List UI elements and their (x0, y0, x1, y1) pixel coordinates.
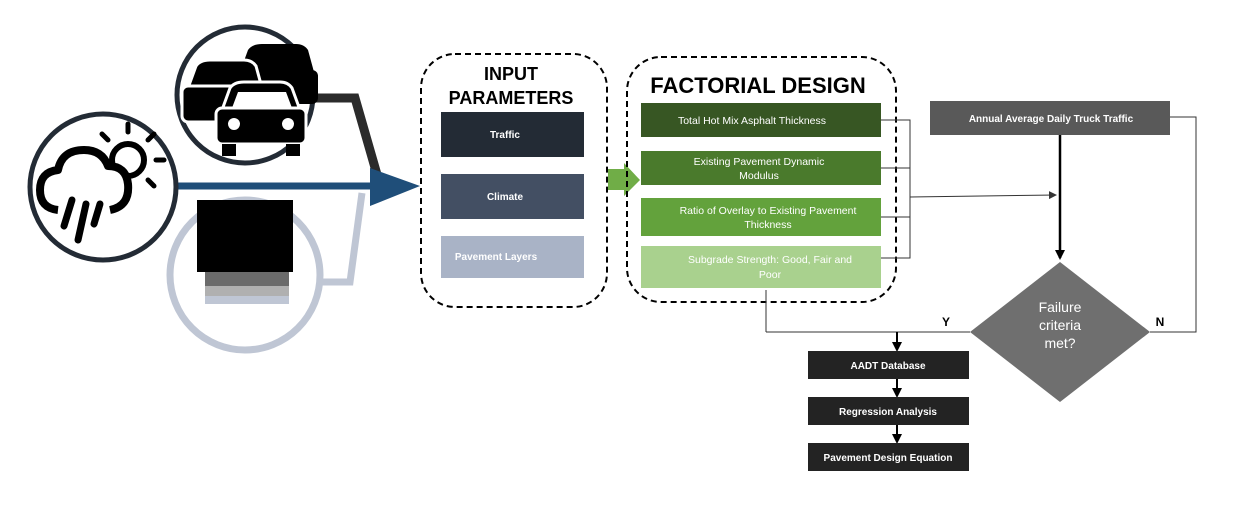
factorial-design-group: FACTORIAL DESIGN Total Hot Mix Asphalt T… (626, 56, 897, 303)
icon-connectors (170, 93, 420, 286)
regression-analysis-box (808, 397, 969, 425)
main-input-arrow (370, 168, 420, 206)
traffic-box (441, 112, 584, 157)
factor-subgrade-strength (641, 246, 881, 288)
factor-dynamic-modulus-label-2: Modulus (739, 170, 779, 182)
climate-label: Climate (487, 192, 524, 203)
factor-dynamic-modulus (641, 151, 881, 185)
failure-criteria-decision: Failure criteria met? (970, 262, 1150, 402)
pavement-design-equation-label: Pavement Design Equation (824, 453, 953, 464)
factor-overlay-ratio-label-1: Ratio of Overlay to Existing Pavement (680, 205, 857, 217)
factor-bracket (881, 119, 1057, 259)
aadtt-label: Annual Average Daily Truck Traffic (969, 114, 1134, 125)
yes-label: Y (942, 315, 950, 329)
no-label: N (1156, 315, 1165, 329)
pavement-design-equation-box (808, 443, 969, 471)
pavement-layers-box (441, 236, 584, 278)
factor-subgrade-strength-label-2: Poor (759, 269, 782, 281)
traffic-label: Traffic (490, 130, 520, 141)
input-parameters-title-2: PARAMETERS (449, 88, 574, 108)
decision-label-3: met? (1044, 335, 1075, 351)
aadt-database-label: AADT Database (850, 361, 925, 372)
decision-label-2: criteria (1039, 317, 1081, 333)
aadtt-box (930, 101, 1170, 135)
climate-box (441, 174, 584, 219)
input-parameters-title-1: INPUT (484, 64, 538, 84)
aadt-database-box (808, 351, 969, 379)
input-parameters-group: INPUT PARAMETERS Traffic Climate Pavemen… (420, 53, 608, 308)
factor-hma-thickness (641, 103, 881, 137)
factor-overlay-ratio-label-2: Thickness (744, 219, 791, 231)
weather-icon (27, 111, 179, 263)
factor-subgrade-strength-label-1: Subgrade Strength: Good, Fair and (688, 254, 852, 266)
pavement-layers-label: Pavement Layers (455, 252, 538, 263)
factor-dynamic-modulus-label-1: Existing Pavement Dynamic (694, 156, 825, 168)
factor-hma-thickness-label: Total Hot Mix Asphalt Thickness (678, 115, 826, 127)
input-to-factorial-arrow (608, 163, 640, 196)
factorial-design-title: FACTORIAL DESIGN (650, 73, 866, 98)
no-feedback-line (1150, 116, 1197, 333)
decision-label-1: Failure (1039, 299, 1082, 315)
pavement-layers-icon (166, 196, 324, 354)
traffic-icon (174, 24, 318, 166)
factor-overlay-ratio (641, 198, 881, 236)
regression-analysis-label: Regression Analysis (839, 407, 937, 418)
